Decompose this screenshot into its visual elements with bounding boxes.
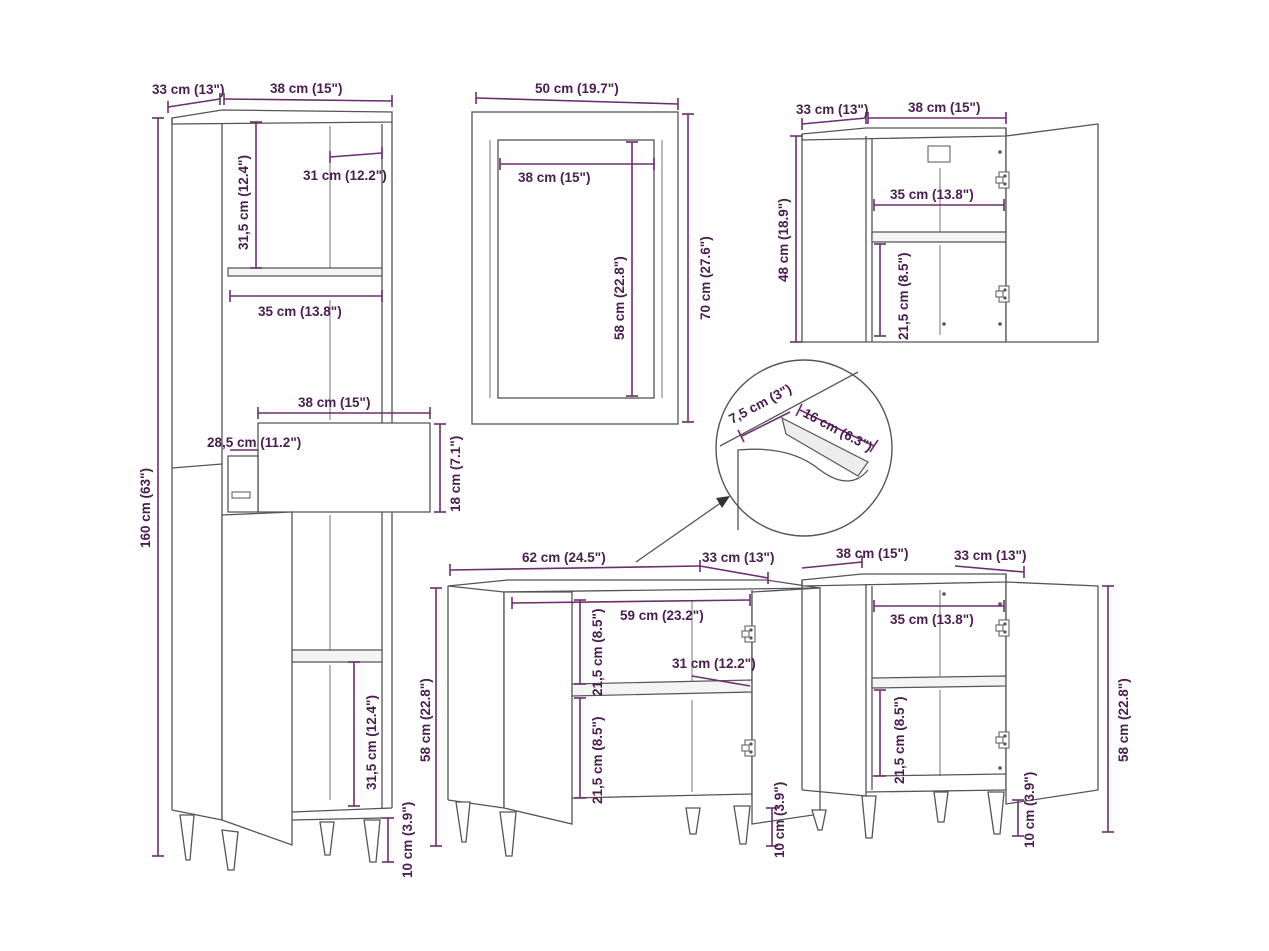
mirror-inner-width-label: 38 cm (15"): [518, 170, 590, 185]
tall-cabinet-drawer-depth-label: 28,5 cm (11.2"): [207, 435, 301, 450]
small-cabinet-shelf-height-label: 21,5 cm (8.5"): [892, 697, 907, 784]
sink-cabinet-height-label: 58 cm (22.8"): [418, 678, 433, 762]
tall-cabinet-drawer-height-label: 18 cm (7.1"): [448, 436, 463, 512]
tall-cabinet-drawing: [171, 109, 431, 871]
mirror-drawing: [471, 111, 679, 425]
sink-cabinet-depth-label: 33 cm (13"): [702, 550, 774, 565]
sink-cabinet-inner-depth-label: 31 cm (12.2"): [672, 656, 756, 671]
tall-cabinet-height-label: 160 cm (63"): [138, 468, 153, 548]
small-cabinet-dimensions: 38 cm (15") 33 cm (13") 35 cm (13.8") 21…: [801, 546, 1131, 848]
small-cabinet-width-label: 38 cm (15"): [836, 546, 908, 561]
tall-cabinet-inner-depth-label: 31 cm (12.2"): [303, 168, 387, 183]
sink-cabinet-width-label: 62 cm (24.5"): [522, 550, 606, 565]
sink-cabinet-drawing: [447, 579, 827, 857]
wall-cabinet-width-label: 38 cm (15"): [908, 100, 980, 115]
small-cabinet-depth-label: 33 cm (13"): [954, 548, 1026, 563]
mirror-dimensions: 50 cm (19.7") 38 cm (15") 58 cm (22.8") …: [475, 81, 713, 423]
tall-cabinet-inner-width-label: 35 cm (13.8"): [258, 304, 342, 319]
wall-cabinet-height-label: 48 cm (18.9"): [776, 198, 791, 282]
sink-cabinet-leg-height-label: 10 cm (3.9"): [772, 782, 787, 858]
tall-cabinet-leg-height-label: 10 cm (3.9"): [400, 802, 415, 878]
tall-cabinet-dimensions: 33 cm (13") 38 cm (15") 31 cm (12.2") 31…: [138, 81, 463, 878]
cutout-detail: 7,5 cm (3") 16 cm (6.3"): [635, 359, 893, 563]
small-cabinet-height-label: 58 cm (22.8"): [1116, 678, 1131, 762]
wall-cabinet-depth-label: 33 cm (13"): [796, 102, 868, 117]
wall-cabinet-shelf-height-label: 21,5 cm (8.5"): [896, 253, 911, 340]
mirror-inner-height-label: 58 cm (22.8"): [612, 256, 627, 340]
sink-cabinet-dimensions: 62 cm (24.5") 33 cm (13") 59 cm (23.2") …: [418, 550, 787, 858]
mirror-height-label: 70 cm (27.6"): [698, 236, 713, 320]
sink-cabinet-upper-height-label: 21,5 cm (8.5"): [590, 609, 605, 696]
small-cabinet-drawing: [801, 573, 1099, 839]
tall-cabinet-drawer-width-label: 38 cm (15"): [298, 395, 370, 410]
wall-cabinet-inner-width-label: 35 cm (13.8"): [890, 187, 974, 202]
sink-cabinet-inner-width-label: 59 cm (23.2"): [620, 608, 704, 623]
wall-cabinet-drawing: [801, 123, 1099, 343]
tall-cabinet-depth-label: 33 cm (13"): [152, 82, 224, 97]
small-cabinet-inner-width-label: 35 cm (13.8"): [890, 612, 974, 627]
wall-cabinet-dimensions: 33 cm (13") 38 cm (15") 35 cm (13.8") 48…: [776, 100, 1007, 343]
mirror-width-label: 50 cm (19.7"): [535, 81, 619, 96]
sink-cabinet-lower-height-label: 21,5 cm (8.5"): [590, 717, 605, 804]
tall-cabinet-width-label: 38 cm (15"): [270, 81, 342, 96]
small-cabinet-leg-height-label: 10 cm (3.9"): [1022, 772, 1037, 848]
tall-cabinet-bottom-shelf-height-label: 31,5 cm (12.4"): [364, 695, 379, 790]
tall-cabinet-top-shelf-height-label: 31,5 cm (12.4"): [236, 155, 251, 250]
